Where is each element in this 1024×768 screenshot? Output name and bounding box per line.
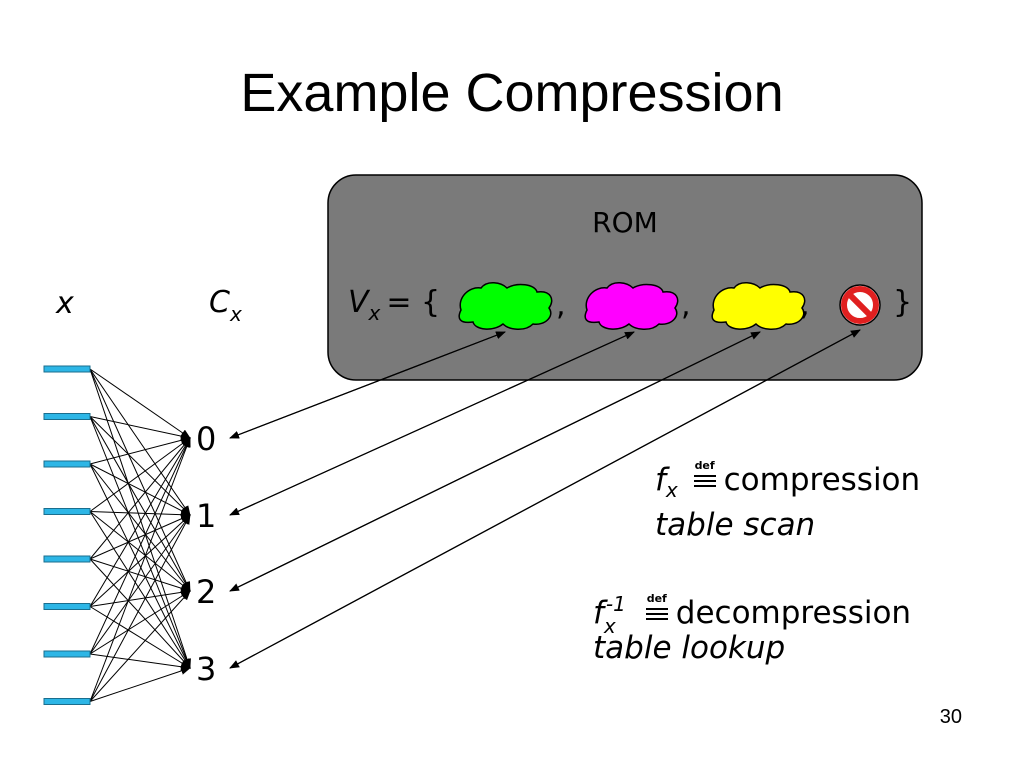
rom-entries — [458, 282, 806, 330]
separator-2: , — [681, 288, 691, 323]
page-number: 30 — [939, 706, 962, 728]
finv-superscript: -1 — [605, 592, 626, 616]
encoder-wire — [89, 416, 191, 516]
def-equals-icon: def — [692, 460, 718, 488]
decompression-word: decompression — [675, 595, 912, 631]
encoder-wire — [89, 514, 191, 560]
input-bit — [43, 460, 91, 468]
compression-word: compression — [723, 462, 921, 498]
code-value: 1 — [196, 497, 216, 535]
encoder-wire — [89, 514, 191, 655]
def-equals-icon: def — [644, 593, 670, 621]
encoder-wire — [89, 558, 191, 669]
encoder-wire — [89, 368, 191, 439]
input-bit — [43, 603, 91, 610]
f-symbol: f — [655, 462, 666, 498]
rom-pointers — [229, 329, 861, 669]
no-symbol-icon — [839, 284, 881, 326]
encoder-wire — [89, 437, 191, 702]
rom-label: ROM — [592, 206, 658, 239]
input-bit — [43, 698, 91, 705]
input-bit — [43, 365, 91, 373]
encoder-wire — [89, 437, 191, 607]
encoder-wire — [89, 368, 191, 669]
input-bit — [43, 650, 91, 658]
rom-entry-blob — [584, 282, 679, 330]
encoder-wire — [89, 437, 191, 560]
rom-pointer-head — [229, 331, 635, 516]
code-values: 0 1 2 3 — [196, 420, 216, 688]
set-close: } — [893, 285, 912, 320]
encoder-wire — [89, 511, 191, 592]
rom-pointer-head — [229, 331, 506, 439]
encoder-wires — [89, 368, 191, 702]
encoder-wire — [89, 368, 191, 516]
encoder-wire — [89, 590, 191, 655]
decompression-method: table lookup — [593, 630, 786, 666]
input-bit — [43, 413, 91, 420]
encoder-wire — [89, 437, 191, 655]
separator-3: , — [800, 288, 810, 323]
set-var: Vx= { — [348, 285, 440, 325]
finv-subscript: x — [603, 614, 616, 638]
encoder-wire — [89, 514, 191, 607]
rom-pointer-head — [229, 331, 761, 592]
encoder-wire — [89, 463, 191, 592]
rom-entry-blob — [711, 282, 806, 330]
rom-entry-blob — [458, 282, 553, 330]
code-value: 2 — [196, 573, 216, 611]
encoder-wire — [89, 590, 191, 702]
encoder-wire — [89, 667, 191, 702]
encoder-wire — [89, 558, 191, 593]
encoder-wire — [89, 511, 191, 669]
slide-title: Example Compression — [240, 63, 784, 123]
code-value: 0 — [196, 420, 216, 458]
encoder-wire — [89, 416, 191, 592]
encoder-wire — [89, 463, 191, 669]
encoder-wire — [89, 606, 191, 669]
f-subscript: x — [665, 478, 678, 503]
encoder-wire — [89, 368, 191, 592]
encoder-wire — [89, 436, 191, 465]
encoder-wire — [89, 588, 191, 607]
encoder-wire — [89, 463, 191, 516]
encoder-wire — [89, 510, 191, 519]
encoder-wire — [89, 437, 191, 512]
encoder-wire — [89, 514, 191, 702]
finv-symbol: f — [593, 595, 604, 631]
compression-method: table scan — [655, 507, 816, 544]
input-bit — [43, 555, 91, 563]
encoder-wire — [89, 416, 191, 441]
input-bits — [43, 365, 91, 705]
code-value: 3 — [196, 650, 216, 688]
separator-1: , — [556, 288, 566, 323]
cx-label: Cx — [209, 285, 242, 326]
encoder-wire — [89, 416, 191, 669]
rom-pointer-head — [229, 329, 861, 669]
input-bit — [43, 508, 91, 515]
x-label: x — [55, 286, 74, 321]
